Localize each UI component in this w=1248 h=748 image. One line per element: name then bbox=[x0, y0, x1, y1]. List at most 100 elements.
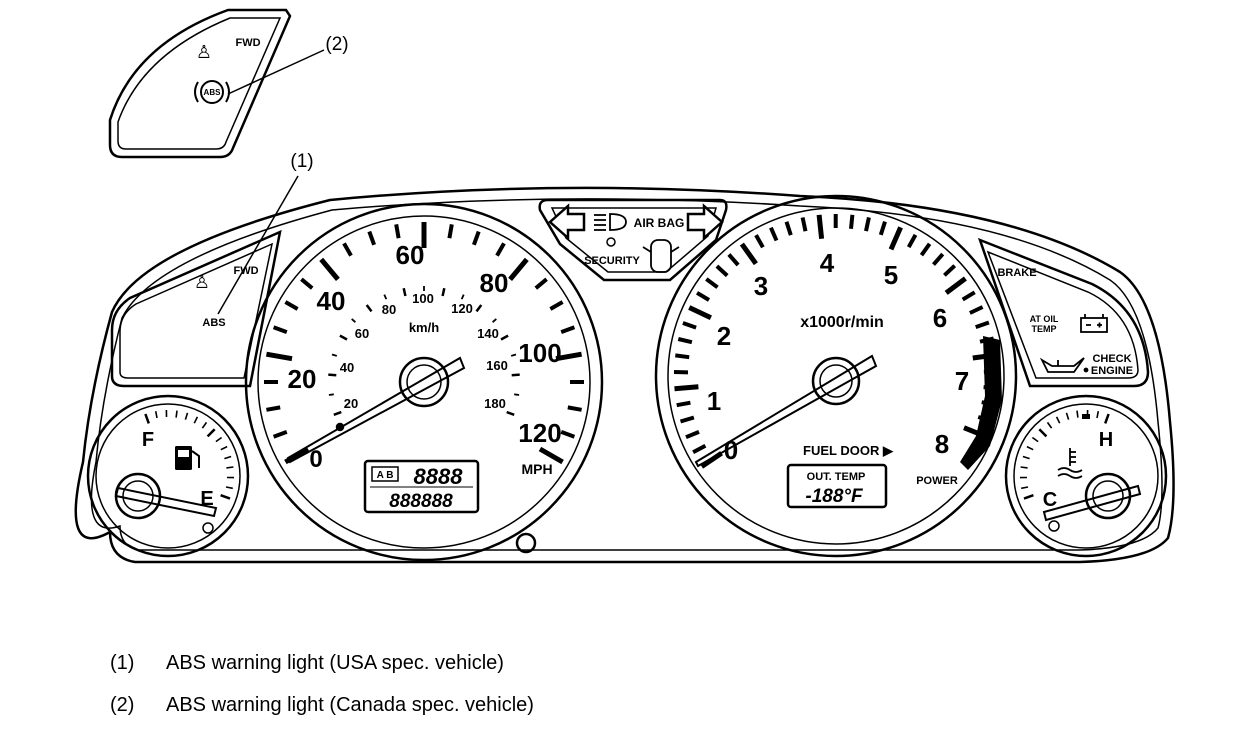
fuel-tick-4 bbox=[184, 412, 189, 420]
temp-tick-14 bbox=[1104, 413, 1110, 424]
tach-tick-12 bbox=[705, 277, 719, 289]
temp-tick-1 bbox=[1021, 486, 1029, 490]
tach-tick-15 bbox=[739, 242, 758, 266]
speedo-tick-19 bbox=[560, 325, 576, 334]
tachometer-needle bbox=[694, 354, 878, 468]
temp-tick-0 bbox=[1023, 494, 1034, 500]
fuel-tick-6 bbox=[201, 421, 208, 429]
tach-tick-24 bbox=[878, 220, 887, 236]
temp-hot-marker bbox=[1082, 414, 1090, 419]
tach-label-2: 2 bbox=[717, 321, 731, 351]
callout-1-label: (1) bbox=[290, 151, 313, 172]
tach-tick-7 bbox=[675, 353, 690, 360]
out-temp-label: OUT. TEMP bbox=[807, 471, 866, 483]
temp-tick-7 bbox=[1038, 428, 1048, 438]
temp-tick-13 bbox=[1096, 411, 1100, 419]
speedometer-face bbox=[257, 215, 591, 549]
tachometer-bezel bbox=[654, 194, 1018, 558]
tach-label-6: 6 bbox=[933, 303, 947, 333]
temp-tick-6 bbox=[1031, 436, 1039, 443]
tach-label-0: 0 bbox=[724, 435, 738, 465]
fuel-door-indicator: FUEL DOOR ▶ bbox=[803, 443, 894, 458]
fuel-tick-9 bbox=[220, 445, 228, 451]
callout-2-leader bbox=[227, 49, 325, 95]
speedo-tick-13 bbox=[447, 224, 454, 239]
tach-tick-29 bbox=[943, 264, 957, 277]
speedometer-hub-inner bbox=[406, 364, 442, 400]
speedo-tick-24 bbox=[538, 446, 564, 465]
speedometer-tick-marks bbox=[264, 222, 584, 465]
inset-warning-panel bbox=[108, 8, 292, 159]
tach-label-7: 7 bbox=[955, 366, 969, 396]
tach-label-1: 1 bbox=[707, 386, 721, 416]
speedo-tick-18 bbox=[549, 300, 564, 311]
mph-label-120: 120 bbox=[518, 418, 561, 448]
tach-tick-16 bbox=[754, 234, 765, 249]
tach-label-5: 5 bbox=[884, 260, 898, 290]
check-engine-indicator-line2: ENGINE bbox=[1091, 365, 1133, 377]
mph-label-40: 40 bbox=[317, 286, 346, 316]
kmh-tick-17 bbox=[514, 393, 520, 396]
out-temp-display bbox=[786, 463, 888, 509]
fuel-gauge-reset-knob bbox=[202, 522, 214, 534]
tachometer-hub-inner bbox=[819, 364, 853, 398]
speedo-tick-0 bbox=[284, 446, 310, 465]
speedo-tick-1 bbox=[272, 430, 288, 439]
legend-item-1: (1)ABS warning light (USA spec. vehicle) bbox=[110, 652, 504, 675]
kmh-tick-7 bbox=[383, 294, 388, 300]
speedometer-needle-dot bbox=[335, 422, 345, 432]
odometer-top-digits: 8888 bbox=[414, 464, 464, 489]
kmh-tick-16 bbox=[511, 373, 520, 377]
tach-tick-17 bbox=[769, 226, 779, 242]
kmh-label-180: 180 bbox=[484, 396, 506, 411]
legend-item-2-number: (2) bbox=[110, 694, 135, 716]
tach-tick-23 bbox=[864, 216, 871, 232]
tach-tick-26 bbox=[906, 233, 918, 249]
kmh-tick-14 bbox=[500, 334, 509, 341]
tach-tick-22 bbox=[849, 214, 855, 229]
coolant-temp-icon bbox=[1057, 448, 1083, 479]
inset-seatbelt-icon: ♙ bbox=[196, 42, 212, 62]
tach-tick-32 bbox=[969, 305, 984, 315]
fuel-gauge-face bbox=[95, 403, 241, 549]
callout-2-label: (2) bbox=[325, 34, 348, 55]
speedometer-unit-kmh: km/h bbox=[409, 320, 439, 335]
tach-tick-33 bbox=[975, 320, 990, 329]
fuel-tick-0 bbox=[144, 413, 150, 424]
speedo-tick-16 bbox=[508, 257, 529, 282]
kmh-label-80: 80 bbox=[382, 302, 396, 317]
left-turn-arrow-icon bbox=[548, 203, 586, 241]
inset-abs-label: ABS bbox=[204, 88, 222, 97]
speedometer-unit-mph: MPH bbox=[521, 461, 552, 477]
tach-tick-31 bbox=[961, 290, 976, 302]
out-temp-value: -188°F bbox=[805, 486, 864, 507]
legend-item-2: (2)ABS warning light (Canada spec. vehic… bbox=[110, 694, 534, 717]
speedometer-hub bbox=[398, 356, 450, 408]
kmh-tick-0 bbox=[333, 410, 342, 416]
odometer-bottom-digits: 888888 bbox=[389, 491, 453, 512]
high-beam-icon bbox=[594, 213, 627, 231]
kmh-label-20: 20 bbox=[344, 396, 358, 411]
speedo-tick-6 bbox=[284, 300, 299, 311]
callout-1-leader bbox=[217, 175, 299, 315]
fuel-tick-10 bbox=[224, 455, 232, 460]
speedo-tick-4 bbox=[265, 351, 293, 362]
tachometer-face bbox=[667, 207, 1005, 545]
inset-fwd-indicator: FWD bbox=[235, 37, 260, 49]
tach-tick-1 bbox=[692, 443, 707, 455]
temp-tick-3 bbox=[1020, 466, 1028, 469]
kmh-tick-10 bbox=[441, 287, 446, 297]
fuel-gauge-needle bbox=[114, 486, 218, 518]
left-fwd-indicator: FWD bbox=[233, 265, 258, 277]
tach-tick-9 bbox=[682, 321, 697, 330]
tach-tick-27 bbox=[919, 242, 932, 257]
tach-tick-11 bbox=[695, 291, 711, 302]
tach-label-8: 8 bbox=[935, 429, 949, 459]
left-abs-indicator: ABS bbox=[202, 317, 225, 329]
speedo-tick-17 bbox=[534, 277, 548, 290]
tachometer-tick-marks bbox=[673, 214, 998, 469]
brake-indicator: BRAKE bbox=[997, 267, 1036, 279]
temp-tick-11 bbox=[1076, 410, 1079, 418]
kmh-tick-4 bbox=[339, 334, 348, 341]
